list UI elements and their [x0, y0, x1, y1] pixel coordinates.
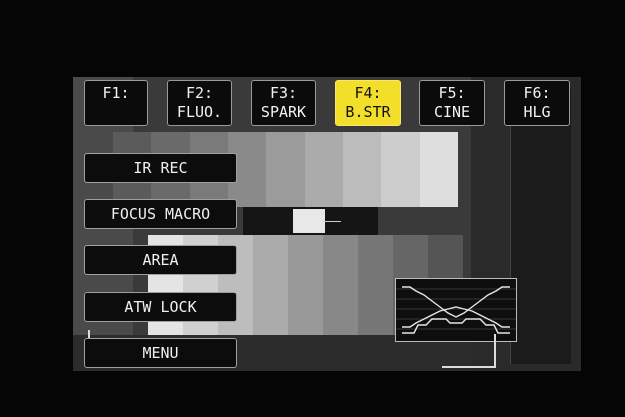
frame-corner-marker-left	[88, 330, 98, 338]
f3-label: F3:	[269, 84, 298, 102]
f6-key[interactable]: F6: HLG	[504, 80, 570, 126]
f5-label: F5:	[438, 84, 466, 102]
f6-value: HLG	[523, 103, 551, 121]
image-right-panel	[510, 89, 571, 364]
f1-key[interactable]: F1:	[84, 80, 148, 126]
menu-button[interactable]: MENU	[84, 338, 237, 368]
atw-lock-button[interactable]: ATW LOCK	[84, 292, 237, 322]
f6-label: F6:	[523, 84, 551, 102]
frame-corner-marker	[442, 334, 496, 368]
f2-label: F2:	[185, 84, 214, 102]
f4-value: B.STR	[345, 103, 391, 121]
f2-key[interactable]: F2: FLUO.	[167, 80, 232, 126]
focus-macro-button[interactable]: FOCUS MACRO	[84, 199, 237, 229]
f2-value: FLUO.	[176, 103, 223, 121]
f3-value: SPARK	[260, 103, 307, 121]
ir-rec-button[interactable]: IR REC	[84, 153, 237, 183]
f3-key[interactable]: F3: SPARK	[251, 80, 316, 126]
f4-label: F4:	[354, 84, 382, 102]
f5-key[interactable]: F5: CINE	[419, 80, 485, 126]
f4-key[interactable]: F4: B.STR	[335, 80, 401, 126]
f1-label: F1:	[102, 84, 130, 102]
f5-value: CINE	[433, 103, 471, 121]
chart-white-patch	[293, 209, 325, 233]
area-button[interactable]: AREA	[84, 245, 237, 275]
chart-marker-line	[323, 221, 341, 222]
waveform-monitor-icon	[395, 278, 517, 342]
chart-center-bar	[243, 207, 378, 235]
